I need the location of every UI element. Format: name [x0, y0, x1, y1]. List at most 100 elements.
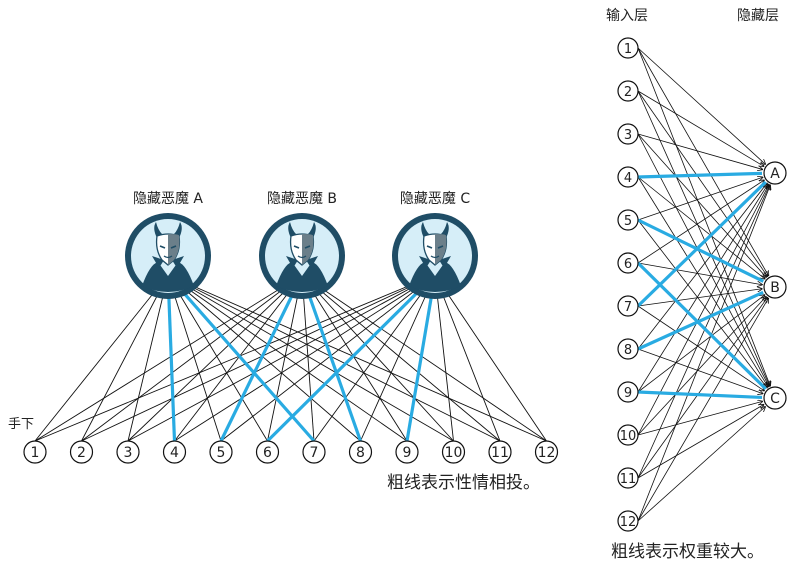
weight-7-c	[637, 305, 764, 391]
input-node-11: 11	[617, 467, 639, 489]
weight-11-c	[637, 405, 764, 479]
weight-4-a	[637, 171, 763, 179]
weight-7-a	[636, 180, 767, 308]
minion-node-label: 9	[403, 445, 412, 461]
input-node-10: 10	[617, 424, 639, 446]
minion-node-1: 1	[23, 440, 47, 464]
link-c-7	[313, 274, 436, 442]
minion-node-label: 1	[31, 445, 40, 461]
minion-node-label: 5	[217, 445, 226, 461]
weight-11-a	[637, 185, 770, 479]
input-node-label: 12	[620, 515, 637, 530]
input-node-label: 9	[624, 386, 632, 401]
input-node-label: 1	[624, 42, 632, 57]
link-c-10	[434, 274, 454, 442]
link-b-9	[301, 274, 408, 442]
weight-5-a	[637, 177, 763, 221]
link-c-2	[81, 274, 436, 442]
minion-node-label: 8	[356, 445, 365, 461]
link-b-10	[301, 274, 454, 442]
input-node-7: 7	[617, 295, 639, 317]
link-c-9	[405, 274, 437, 442]
link-b-5	[219, 274, 304, 442]
input-node-12: 12	[617, 510, 639, 532]
minion-node-label: 7	[310, 445, 319, 461]
minion-node-5: 5	[209, 440, 233, 464]
weight-6-a	[637, 180, 764, 264]
weight-8-c	[637, 348, 763, 394]
hidden-node-label: B	[770, 280, 780, 296]
weight-10-b	[637, 297, 766, 436]
link-a-7	[166, 273, 316, 443]
link-a-9	[167, 274, 408, 442]
link-b-4	[174, 274, 303, 442]
right-diagram-links	[636, 47, 770, 522]
demon-a	[124, 212, 212, 300]
weight-12-a	[637, 185, 770, 522]
demon-c-label: 隐藏恶魔 C	[400, 191, 470, 207]
link-a-11	[167, 274, 501, 442]
minion-node-7: 7	[302, 440, 326, 464]
minion-node-label: 10	[445, 445, 463, 461]
link-b-7	[301, 274, 315, 442]
weight-2-b	[637, 90, 768, 276]
minion-node-3: 3	[116, 440, 140, 464]
weight-3-c	[637, 133, 769, 386]
minion-node-label: 3	[124, 445, 133, 461]
weight-8-a	[637, 183, 767, 350]
input-node-label: 6	[624, 257, 632, 272]
minion-node-11: 11	[488, 440, 512, 464]
hidden-node-b: B	[763, 275, 787, 299]
minion-node-label: 2	[77, 445, 86, 461]
minion-node-2: 2	[69, 440, 94, 464]
hidden-node-c: C	[763, 386, 787, 410]
demon-b-label: 隐藏恶魔 B	[267, 191, 337, 207]
link-c-8	[360, 274, 436, 442]
weight-9-a	[637, 184, 768, 393]
link-b-11	[301, 274, 501, 442]
minion-node-label: 4	[170, 445, 179, 461]
minion-node-6: 6	[255, 440, 280, 464]
input-node-5: 5	[617, 209, 639, 231]
weight-1-c	[637, 47, 770, 386]
weight-9-c	[637, 390, 763, 400]
weight-4-b	[637, 176, 765, 279]
minion-node-label: 12	[538, 445, 556, 461]
link-a-10	[167, 274, 454, 442]
link-b-8	[300, 274, 363, 442]
demon-c	[391, 212, 479, 300]
hidden-layer-label: 隐藏层	[737, 8, 779, 24]
link-a-1	[34, 274, 169, 442]
link-a-12	[167, 274, 547, 442]
weight-1-b	[637, 47, 769, 276]
input-node-3: 3	[617, 123, 639, 145]
weight-5-b	[637, 218, 765, 283]
hidden-node-a: A	[763, 161, 787, 185]
link-a-5	[167, 274, 222, 442]
weight-11-b	[637, 298, 767, 479]
minion-node-4: 4	[162, 440, 187, 464]
minion-node-9: 9	[395, 440, 419, 464]
link-a-4	[166, 274, 177, 442]
input-node-4: 4	[617, 166, 639, 188]
input-node-label: 8	[624, 343, 632, 358]
link-c-12	[434, 274, 547, 442]
link-c-11	[434, 274, 501, 442]
weight-5-c	[637, 219, 767, 388]
minion-node-12: 12	[534, 440, 559, 464]
weight-12-b	[637, 298, 768, 522]
right-caption: 粗线表示权重较大。	[611, 542, 764, 561]
link-a-6	[167, 274, 268, 442]
link-b-3	[127, 274, 303, 442]
input-node-label: 10	[620, 429, 637, 444]
minion-node-label: 6	[263, 445, 272, 461]
input-node-label: 5	[624, 214, 632, 229]
hidden-node-label: C	[770, 391, 780, 407]
link-a-3	[127, 274, 169, 442]
minion-label: 手下	[8, 417, 34, 432]
input-node-label: 4	[624, 171, 632, 186]
minion-node-8: 8	[348, 440, 373, 464]
